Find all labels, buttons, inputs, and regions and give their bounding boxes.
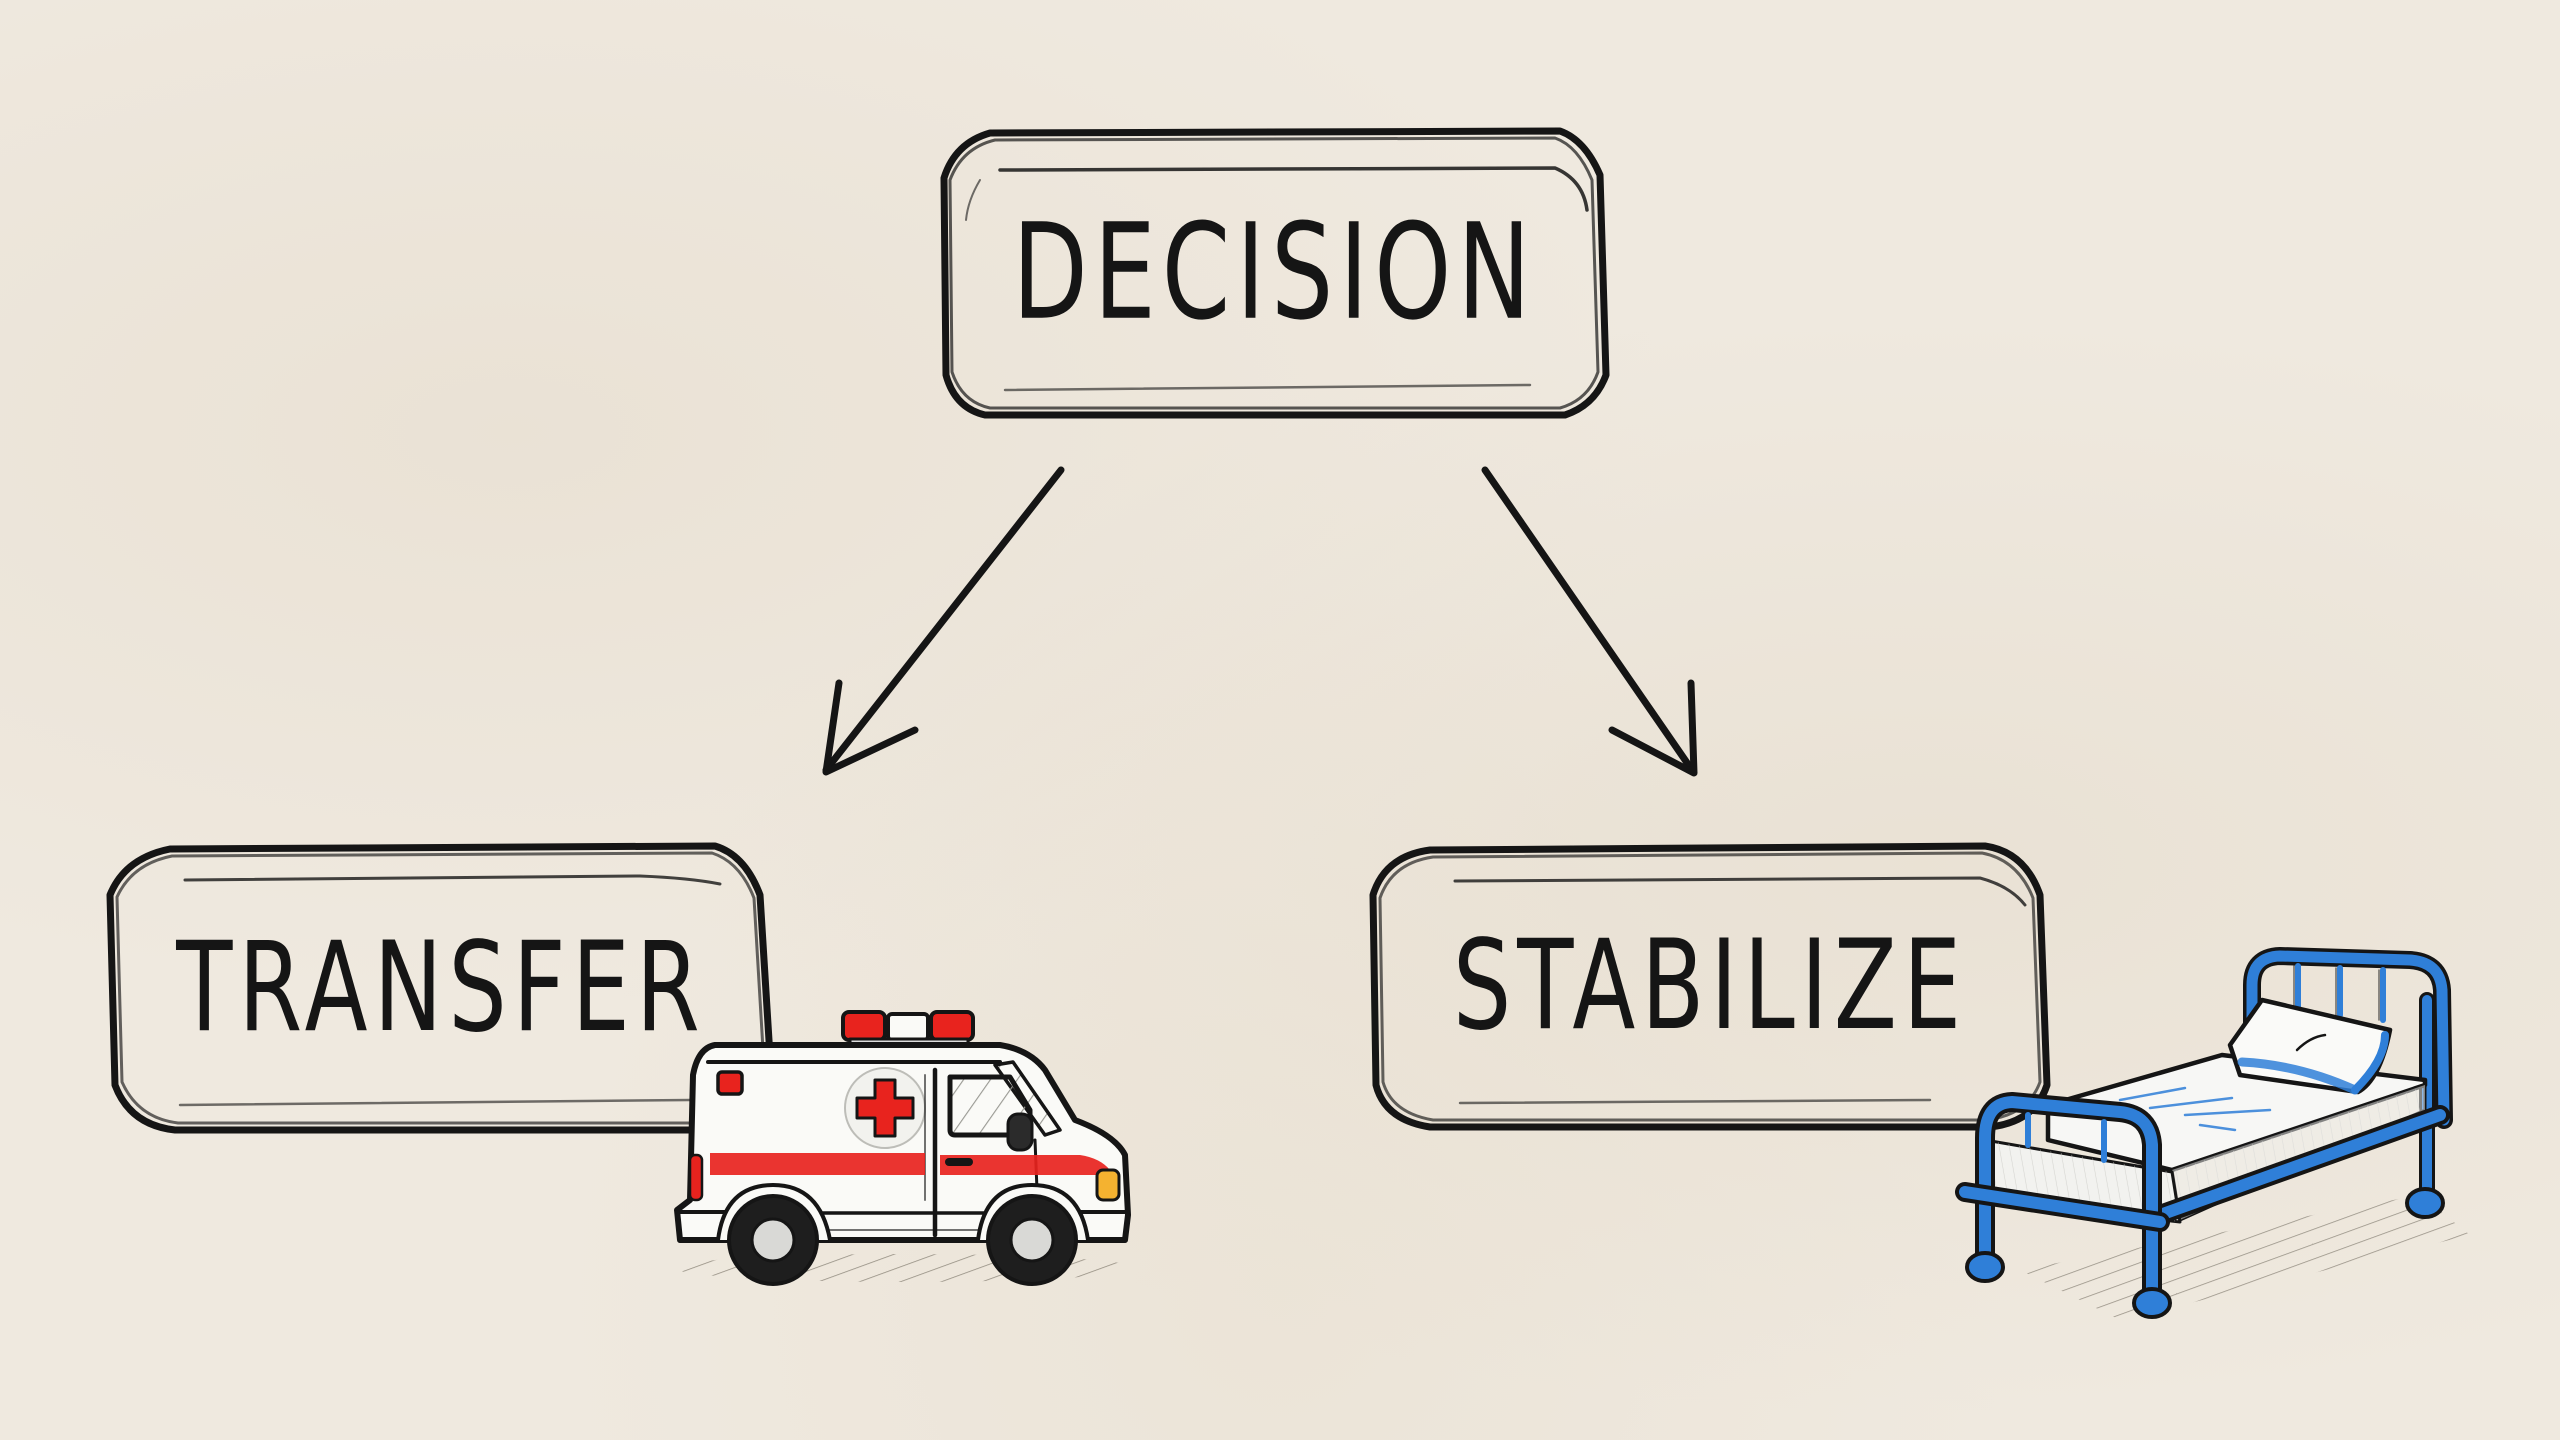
decision-node-box: [940, 127, 1610, 419]
transfer-node-box: [106, 842, 777, 1134]
arrow-to-transfer: [822, 466, 1065, 776]
arrow-to-stabilize: [1481, 466, 1698, 777]
ambulance-icon: [674, 1010, 1135, 1286]
stabilize-node-label: STABILIZE: [1452, 913, 1968, 1058]
transfer-node-label: TRANSFER: [176, 915, 706, 1060]
hospital-bed-icon: [1955, 947, 2470, 1320]
decision-node-label: DECISION: [1012, 195, 1537, 350]
